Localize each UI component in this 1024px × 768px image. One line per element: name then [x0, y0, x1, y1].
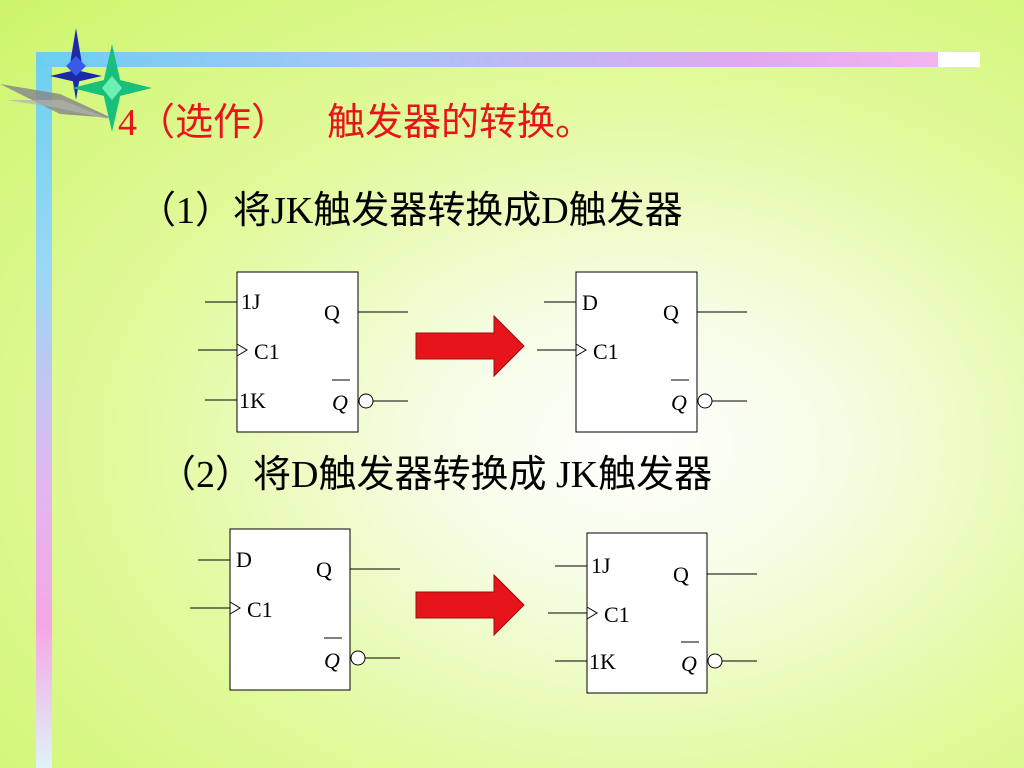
d-flipflop-block-2	[190, 528, 400, 691]
item2-title: （2）将D触发器转换成 JK触发器	[158, 454, 713, 496]
d-input-d-label: D	[582, 290, 598, 315]
jk-output-q-label: Q	[324, 300, 340, 325]
top-bar-end	[938, 52, 980, 67]
jk-output-qbar-label: Q	[332, 390, 348, 415]
d2-output-qbar-label: Q	[324, 648, 340, 673]
right-arrow-icon	[415, 314, 525, 378]
jk2-output-qbar-label: Q	[681, 651, 697, 676]
star-decoration-icon	[0, 28, 152, 132]
jk-clock-label: C1	[254, 339, 280, 364]
d2-clock-label: C1	[247, 597, 273, 622]
top-decorative-bar	[36, 52, 980, 67]
jk2-output-q-label: Q	[673, 562, 689, 587]
d-flipflop-block	[537, 271, 747, 433]
slide-heading: 4（选作） 触发器的转换。	[118, 102, 594, 144]
jk-input-j-label: 1J	[241, 289, 261, 314]
jk2-clock-label: C1	[604, 602, 630, 627]
item1-title: （1）将JK触发器转换成D触发器	[138, 190, 683, 232]
d2-input-d-label: D	[236, 547, 252, 572]
right-arrow-icon	[415, 573, 525, 637]
left-decorative-bar	[36, 52, 52, 768]
jk-flipflop-block-2	[548, 532, 757, 694]
jk2-input-k-label: 1K	[589, 649, 616, 674]
d-clock-label: C1	[593, 339, 619, 364]
d-output-qbar-label: Q	[671, 390, 687, 415]
jk2-input-j-label: 1J	[591, 553, 611, 578]
jk-input-k-label: 1K	[239, 388, 266, 413]
jk-flipflop-block	[198, 271, 408, 433]
d2-output-q-label: Q	[316, 557, 332, 582]
d-output-q-label: Q	[663, 300, 679, 325]
